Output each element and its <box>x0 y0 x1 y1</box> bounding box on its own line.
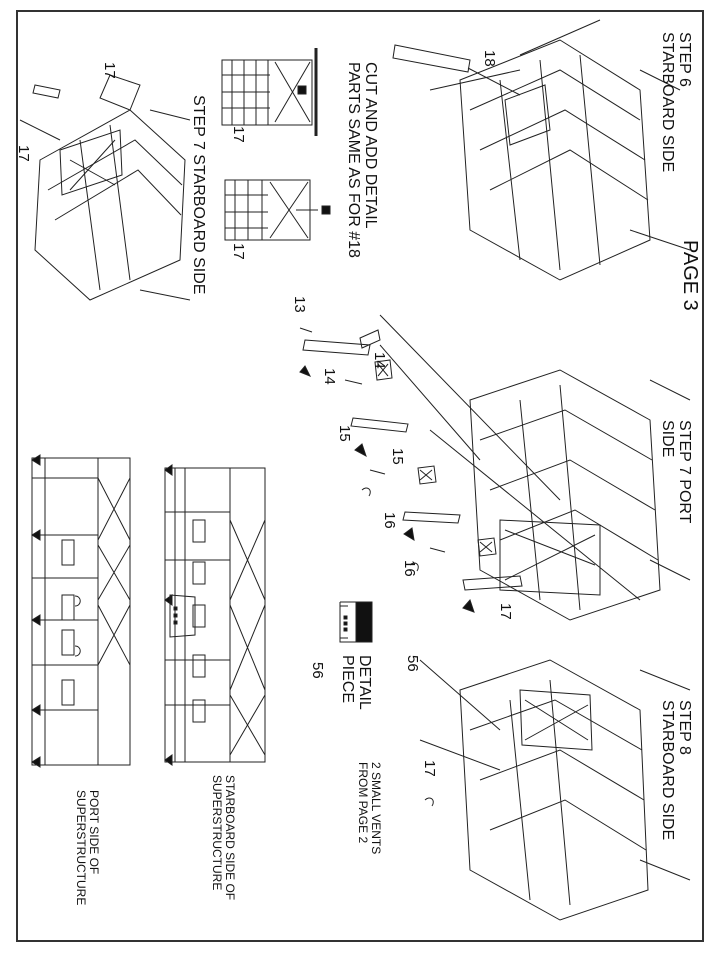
part-number-17-left: 17 <box>15 145 32 162</box>
page-border <box>16 10 704 942</box>
part-number-17-cut-a: 17 <box>230 126 247 143</box>
step8-label: STEP 8 STARBOARD SIDE <box>659 700 693 841</box>
part-number-17-cut-b: 17 <box>230 243 247 260</box>
cut-detail-parts-drawing <box>221 48 331 241</box>
step7-starboard-superstructure-drawing <box>19 74 191 301</box>
step6-superstructure-drawing <box>392 19 691 281</box>
part-number-13: 13 <box>291 296 308 313</box>
part-number-17-top: 17 <box>101 62 118 79</box>
step6-label: STEP 6 STARBOARD SIDE <box>659 32 693 173</box>
exploded-small-parts <box>299 327 523 613</box>
port-view-label: PORT SIDE OF SUPERSTRUCTURE <box>74 790 101 906</box>
part-number-15-a: 15 <box>336 425 353 442</box>
cut-detail-note: CUT AND ADD DETAIL PARTS SAME AS FOR #18 <box>345 62 379 258</box>
part-number-17-step8: 17 <box>421 760 438 777</box>
vent-marks <box>361 487 434 807</box>
part-number-17-port: 17 <box>497 603 514 620</box>
step7-port-label: STEP 7 PORT SIDE <box>659 420 693 524</box>
step8-superstructure-drawing <box>419 659 691 921</box>
part-number-18: 18 <box>481 50 498 67</box>
part-number-16-a: 16 <box>381 512 398 529</box>
part-number-56: 56 <box>404 655 421 672</box>
vents-note: 2 SMALL VENTS FROM PAGE 2 <box>356 762 383 855</box>
part-number-14-a: 14 <box>371 352 388 369</box>
port-side-elevation <box>31 454 131 768</box>
starboard-side-elevation <box>164 464 266 766</box>
part-number-14-b: 14 <box>321 368 338 385</box>
step7-port-superstructure-drawing <box>379 314 691 621</box>
step7-starboard-label: STEP 7 STARBOARD SIDE <box>190 95 207 295</box>
part-number-16-b: 16 <box>401 560 418 577</box>
page-title: PAGE 3 <box>679 240 701 311</box>
detail-piece-56-drawing <box>339 601 373 643</box>
detail-piece-number: 56 <box>309 662 326 679</box>
detail-piece-label: DETAIL PIECE <box>339 655 373 710</box>
part-number-15-b: 15 <box>389 448 406 465</box>
starboard-view-label: STARBOARD SIDE OF SUPERSTRUCTURE <box>210 775 237 901</box>
